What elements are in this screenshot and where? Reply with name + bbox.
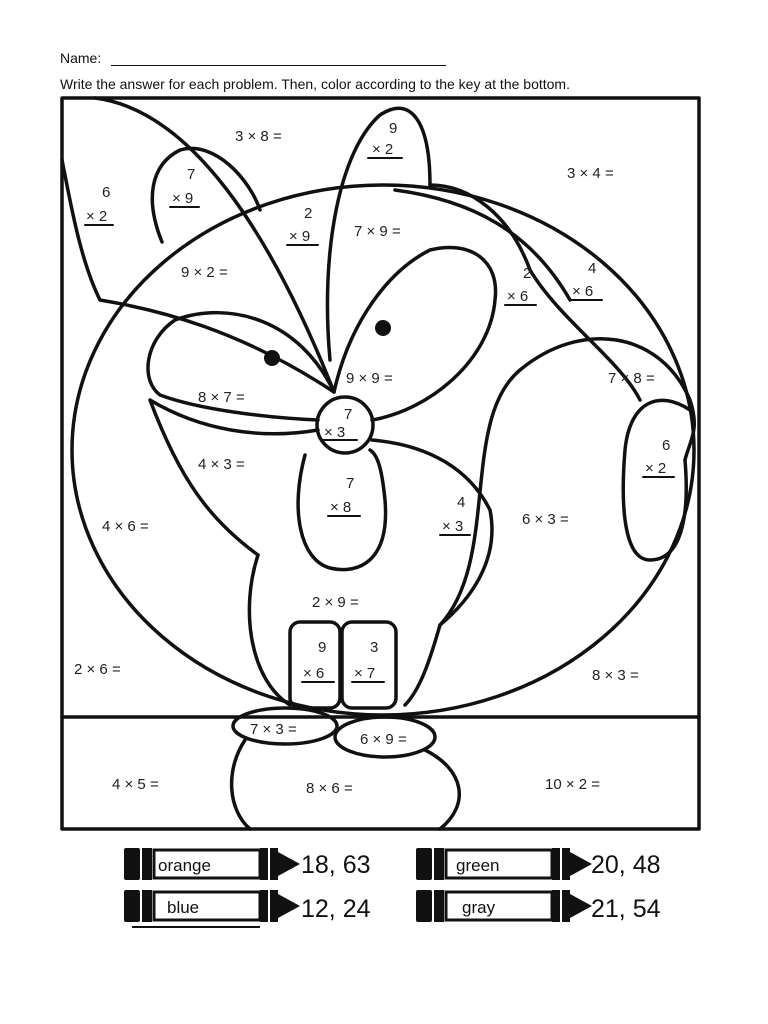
fox-body	[70, 183, 696, 717]
key-item-orange: orange 18, 63	[122, 846, 371, 882]
problem-2x6-bottom: × 6	[507, 288, 528, 305]
problem-4x6-bottom: × 6	[572, 283, 593, 300]
problem-7x9-bottom: × 9	[172, 190, 193, 207]
key-item-blue: blue 12, 24	[122, 888, 371, 924]
name-label: Name:	[60, 50, 102, 66]
name-line[interactable]	[111, 65, 446, 66]
problem-9x9: 9 × 9 =	[346, 370, 393, 387]
problem-4x3: 4 × 3 =	[198, 456, 245, 473]
problem-8x3: 8 × 3 =	[592, 667, 639, 684]
fox-nose	[315, 395, 375, 455]
key-label-green: green	[456, 856, 499, 875]
fox-ear-inner-right	[393, 188, 572, 302]
fox-head-right	[428, 183, 642, 402]
picture-frame	[60, 96, 701, 831]
fox-head-right-lobe	[332, 245, 498, 422]
problem-7x9-top: 7	[187, 166, 195, 183]
problem-7x8-snout-top: 7	[346, 475, 354, 492]
problem-7x8: 7 × 8 =	[608, 370, 655, 387]
fox-head-left	[146, 311, 336, 422]
problem-7x3: 7 × 3 =	[250, 721, 297, 738]
fox-snout	[296, 448, 388, 572]
problem-9x2-top: 9	[389, 120, 397, 137]
problem-9x2: 9 × 2 =	[181, 264, 228, 281]
fox-leg-right	[340, 620, 398, 710]
problem-4x3-right-top: 4	[457, 494, 465, 511]
fox-ear-right	[325, 106, 432, 362]
problem-2x9: 2 × 9 =	[312, 594, 359, 611]
fox-paw-left	[231, 706, 339, 746]
pot	[229, 738, 461, 831]
problem-10x2: 10 × 2 =	[545, 776, 600, 793]
problem-6x3: 6 × 3 =	[522, 511, 569, 528]
instructions: Write the answer for each problem. Then,…	[60, 76, 570, 92]
problem-4x3-right-bottom: × 3	[442, 518, 463, 535]
problem-3x8: 3 × 8 =	[235, 128, 282, 145]
fox-leg-left	[288, 620, 342, 710]
key-label-orange: orange	[158, 856, 211, 875]
fox-tail-swirl	[438, 337, 697, 627]
problem-7x3-nose-top: 7	[344, 406, 352, 423]
problem-8x6: 8 × 6 =	[306, 780, 353, 797]
key-answers-blue: 12, 24	[301, 895, 371, 923]
problem-7x8-snout-bottom: × 8	[330, 499, 351, 516]
problem-2x9-top: 2	[304, 205, 312, 222]
problem-2x9-bottom: × 9	[289, 228, 310, 245]
problem-2x6: 2 × 6 =	[74, 661, 121, 678]
problem-6x2-left-bottom: × 2	[86, 208, 107, 225]
fox-eye-left	[264, 350, 280, 366]
problem-2x6-top: 2	[523, 265, 531, 282]
problem-9x6-top: 9	[318, 639, 326, 656]
fox-chest	[247, 553, 442, 707]
problem-3x4: 3 × 4 =	[567, 165, 614, 182]
problem-4x6: 4 × 6 =	[102, 518, 149, 535]
problem-9x2-bottom: × 2	[372, 141, 393, 158]
problem-9x6-bottom: × 6	[303, 665, 324, 682]
problem-6x2-left-top: 6	[102, 184, 110, 201]
problem-8x7: 8 × 7 =	[198, 389, 245, 406]
fox-tail-tip	[621, 398, 692, 562]
key-answers-orange: 18, 63	[301, 851, 371, 879]
problem-6x2-right-bottom: × 2	[645, 460, 666, 477]
fox-ear-left	[150, 146, 262, 244]
problem-6x9: 6 × 9 =	[360, 731, 407, 748]
problem-3x7-bottom: × 7	[354, 665, 375, 682]
key-item-gray: gray 21, 54	[414, 888, 661, 924]
problem-6x2-right-top: 6	[662, 437, 670, 454]
problem-7x3-nose-bottom: × 3	[324, 424, 345, 441]
key-item-green: green 20, 48	[414, 846, 661, 882]
fox-eye-right	[375, 320, 391, 336]
problem-3x7-top: 3	[370, 639, 378, 656]
problem-4x6-top: 4	[588, 260, 596, 277]
fox-face-lower-left	[148, 398, 320, 557]
key-label-blue: blue	[167, 898, 199, 917]
fox-face-lower-right	[370, 438, 494, 627]
key-answers-green: 20, 48	[591, 851, 661, 879]
problem-7x9: 7 × 9 =	[354, 223, 401, 240]
fox-paw-right	[333, 715, 437, 759]
key-label-gray: gray	[462, 898, 496, 917]
key-answers-gray: 21, 54	[591, 895, 661, 923]
problem-4x5: 4 × 5 =	[112, 776, 159, 793]
